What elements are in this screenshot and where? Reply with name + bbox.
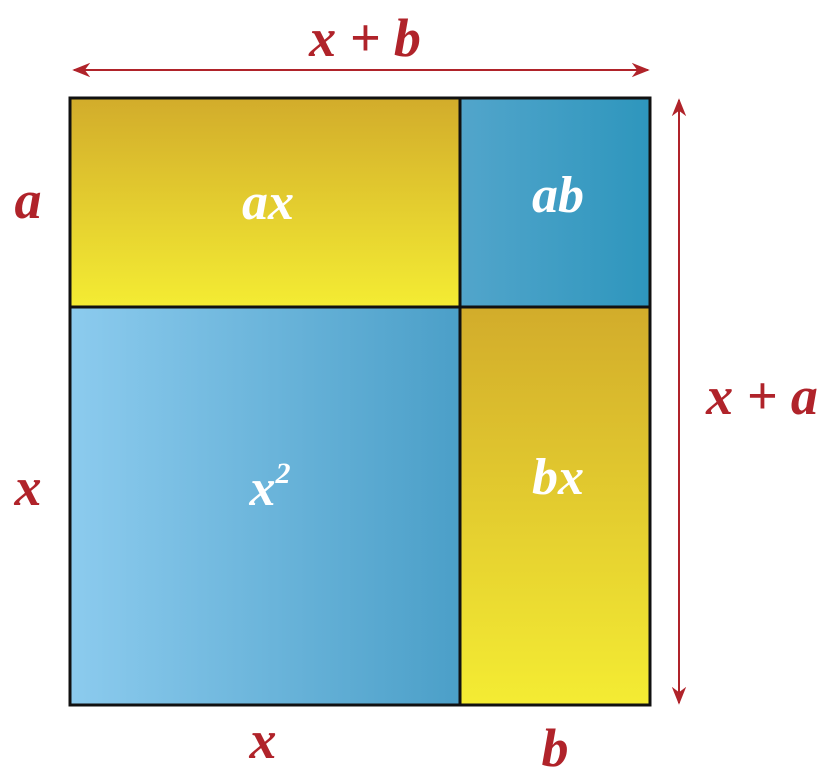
region-x-squared	[70, 307, 460, 705]
label-ab: ab	[532, 167, 584, 224]
region-bx	[460, 307, 650, 705]
outer-border	[68, 96, 652, 707]
label-ax: ax	[242, 174, 294, 231]
label-x-squared: x2	[249, 457, 291, 517]
region-ax	[70, 98, 460, 307]
label-bottom-b: b	[542, 718, 569, 778]
x-squared-exponent: 2	[275, 457, 291, 490]
label-right-x-plus-a: x + a	[705, 366, 818, 426]
x-squared-base: x	[249, 460, 276, 517]
label-top-x-plus-b: x + b	[308, 8, 421, 68]
label-left-x: x	[14, 457, 42, 517]
label-left-a: a	[15, 170, 42, 230]
label-bx: bx	[532, 449, 584, 506]
region-ab	[460, 98, 650, 307]
label-bottom-x: x	[249, 710, 277, 770]
